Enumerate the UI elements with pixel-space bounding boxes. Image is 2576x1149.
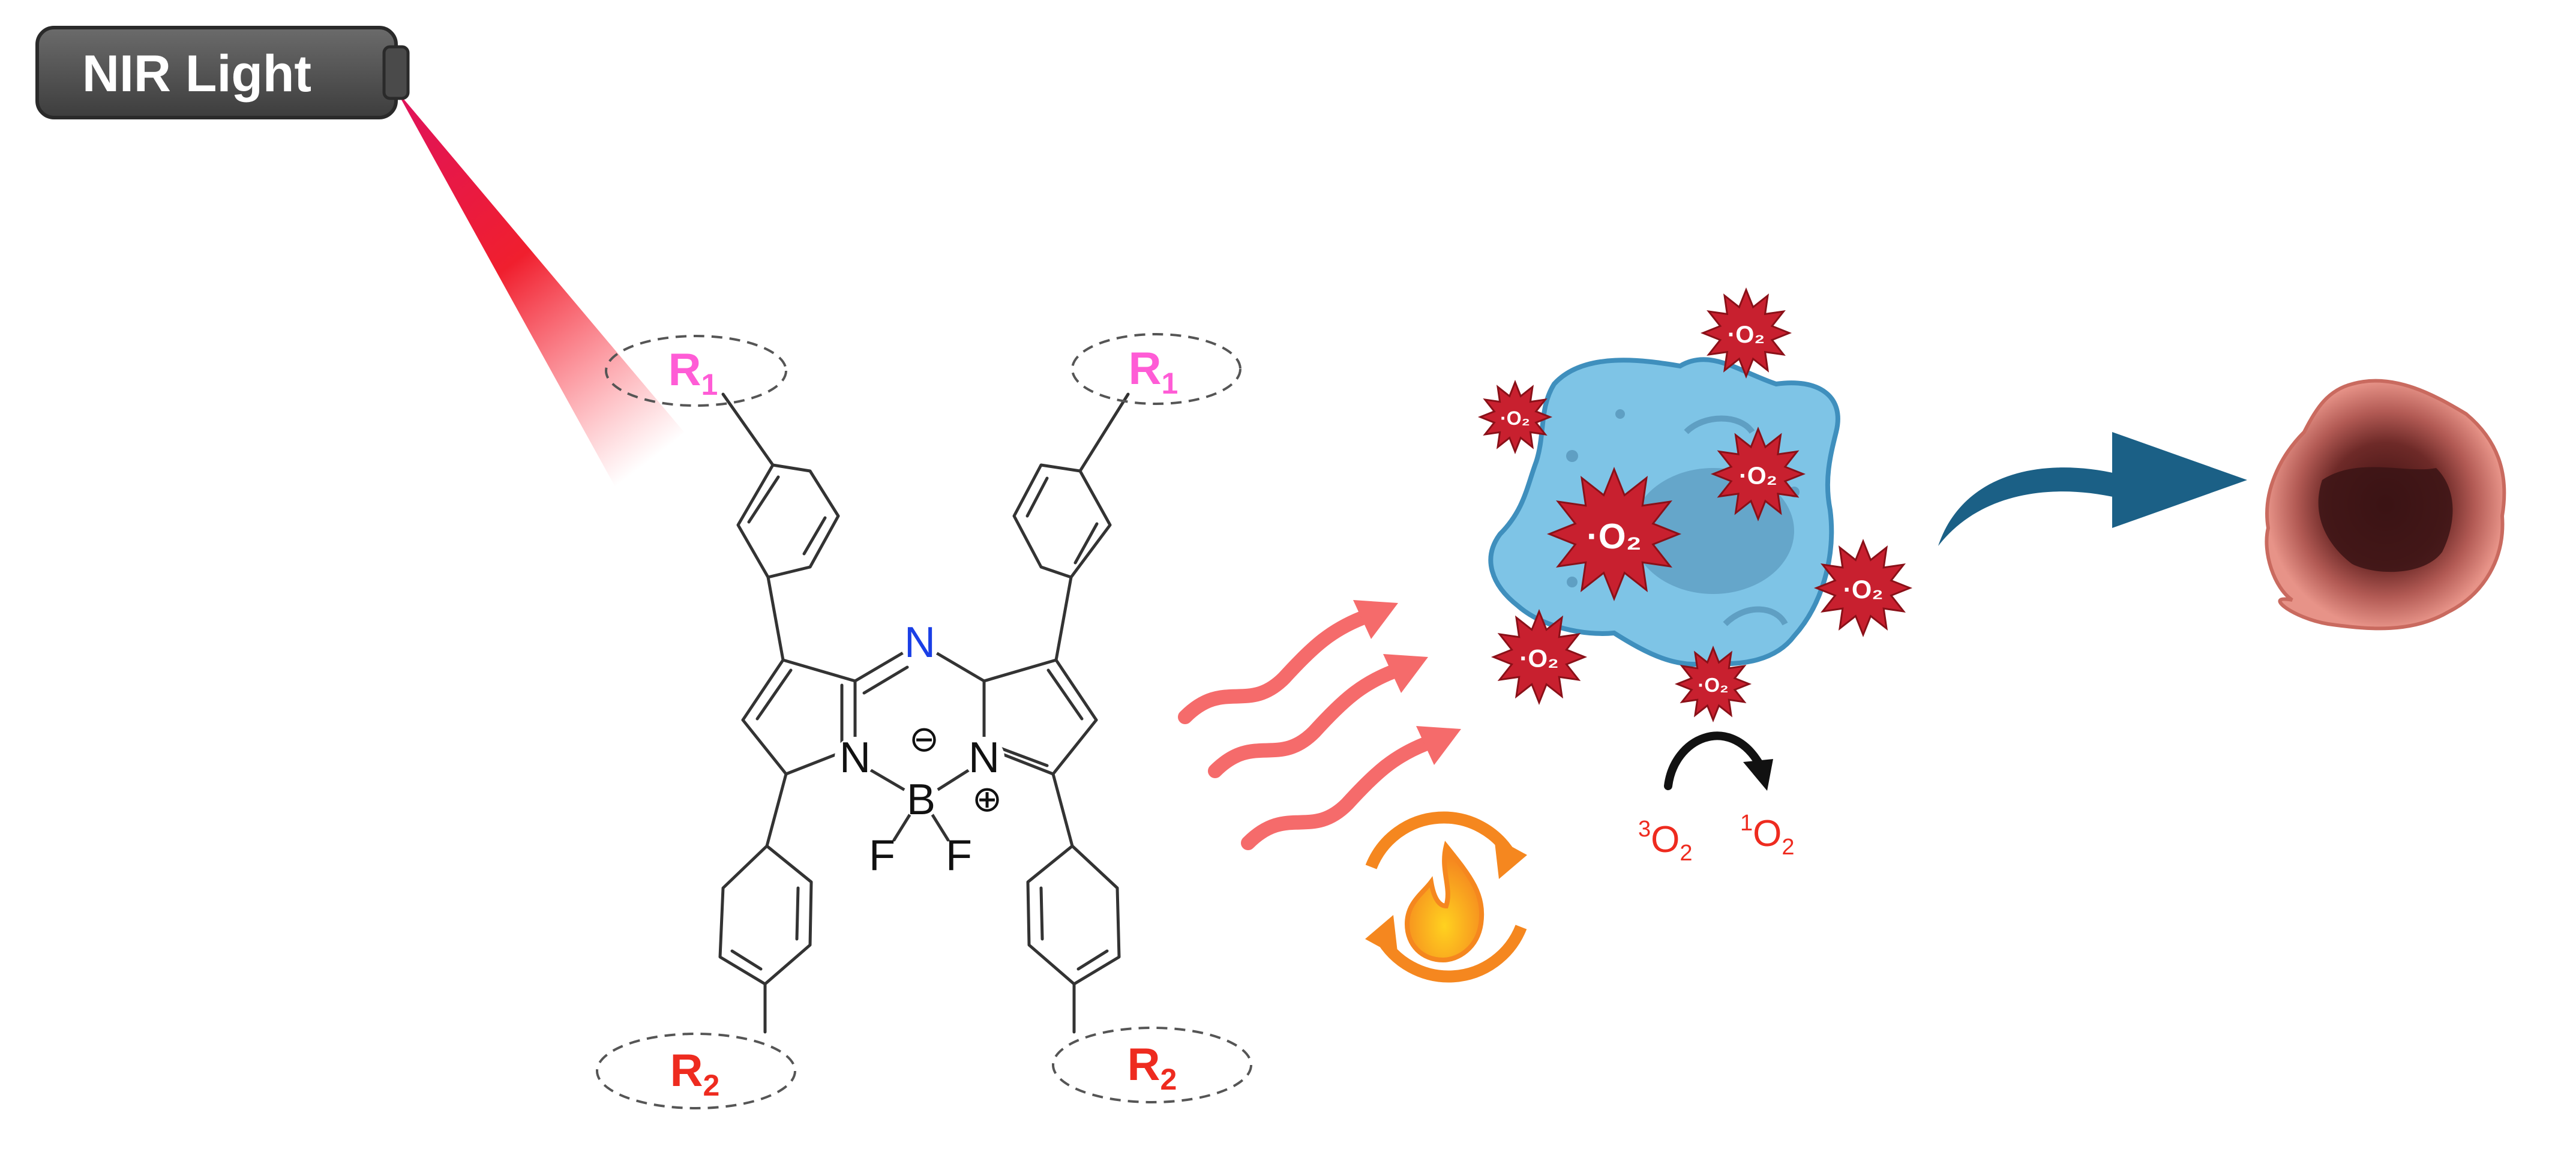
ros-burst: ·O₂ bbox=[1491, 608, 1588, 706]
arrow-body bbox=[1938, 467, 2118, 546]
cell-vesicle bbox=[1615, 409, 1625, 419]
ros-label: ·O₂ bbox=[1739, 462, 1777, 490]
heat-wave-arrowhead-1 bbox=[1353, 600, 1398, 639]
ros-burst: ·O₂ bbox=[1477, 379, 1553, 455]
r1-substituent-right: R1 bbox=[1071, 333, 1241, 405]
ros-burst: ·O₂ bbox=[1546, 466, 1682, 602]
ros-burst: ·O₂ bbox=[1674, 645, 1752, 723]
conversion-arrowhead bbox=[1743, 759, 1773, 791]
ros-label: ·O₂ bbox=[1843, 575, 1884, 604]
ros-burst: ·O₂ bbox=[1700, 287, 1792, 379]
cell-death-arrow bbox=[1938, 432, 2247, 546]
r1-label-right: R1 bbox=[1129, 343, 1178, 400]
heat-wave-1 bbox=[1178, 611, 1369, 724]
cycle-arrowhead-bottom bbox=[1365, 915, 1398, 957]
nitrogen-positive-charge: ⊕ bbox=[972, 779, 1002, 819]
phenyl-ring-top-left bbox=[721, 392, 840, 579]
r2-label-right: R2 bbox=[1127, 1039, 1177, 1096]
heat-wave-arrowhead-3 bbox=[1416, 726, 1461, 765]
ros-label: ·O₂ bbox=[1728, 322, 1765, 348]
r2-label-left: R2 bbox=[670, 1045, 720, 1102]
bridge-nitrogen: N bbox=[904, 619, 935, 667]
ros-label: ·O₂ bbox=[1519, 644, 1558, 673]
ros-label: ·O₂ bbox=[1698, 674, 1728, 696]
aza-bodipy-structure: N N N B ⊖ ⊕ F F R1 R1 R2 R2 bbox=[596, 333, 1252, 1109]
cell-organelle-mitochondrion bbox=[1684, 415, 1755, 434]
r1-label-left: R1 bbox=[668, 344, 718, 401]
ros-star-shape bbox=[1700, 287, 1792, 379]
r2-substituent-right: R2 bbox=[1052, 1027, 1252, 1103]
ros-star-shape bbox=[1674, 645, 1752, 723]
ros-burst: ·O₂ bbox=[1813, 538, 1913, 638]
cell-organelle-er bbox=[1723, 606, 1788, 626]
phenyl-ring-bottom-right bbox=[1026, 844, 1121, 1034]
cycle-arrowhead-top bbox=[1494, 837, 1527, 879]
cell-vesicle bbox=[1567, 577, 1578, 587]
ros-star-shape bbox=[1491, 608, 1588, 706]
boron-atom: B bbox=[907, 776, 935, 824]
pyrrole-nitrogen-right: N bbox=[968, 734, 1000, 782]
ros-label: ·O₂ bbox=[1500, 407, 1530, 429]
heat-wave-2 bbox=[1208, 665, 1399, 778]
ros-label: ·O₂ bbox=[1587, 517, 1642, 556]
ros-burst: ·O₂ bbox=[1710, 426, 1806, 522]
arrow-head bbox=[2112, 432, 2247, 528]
nir-light-label: NIR Light bbox=[82, 45, 311, 103]
photothermal-cycle-icon bbox=[1365, 811, 1527, 983]
heat-wave-3 bbox=[1241, 737, 1432, 850]
r1-substituent-left: R1 bbox=[605, 335, 787, 407]
cycle-arrow-top bbox=[1365, 811, 1518, 869]
heat-wave-arrowhead-2 bbox=[1383, 654, 1428, 693]
cell-vesicle bbox=[1566, 450, 1578, 462]
r2-substituent-left: R2 bbox=[596, 1033, 796, 1109]
flame-icon bbox=[1404, 841, 1485, 963]
phenyl-ring-top-right bbox=[1012, 392, 1130, 579]
ros-star-shape bbox=[1813, 538, 1913, 638]
reactive-oxygen-species: ·O₂ ·O₂ ·O₂ ·O₂ ·O₂ ·O₂ ·O₂ bbox=[1477, 287, 1913, 723]
oxygen-conversion: 3O2 1O2 bbox=[1638, 731, 1795, 866]
nir-light-source: NIR Light bbox=[35, 26, 684, 492]
ros-star-shape bbox=[1477, 379, 1553, 455]
ros-star-shape bbox=[1710, 426, 1806, 522]
fluorine-right: F bbox=[946, 832, 972, 880]
singlet-oxygen-label: 1O2 bbox=[1740, 811, 1795, 860]
dead-tumor-cell bbox=[2265, 379, 2506, 631]
ros-star-shape bbox=[1546, 466, 1682, 602]
heat-waves bbox=[1178, 600, 1461, 850]
lamp-cap bbox=[382, 45, 410, 100]
fluorine-left: F bbox=[869, 832, 895, 880]
phenyl-ring-bottom-left bbox=[718, 844, 813, 1034]
dead-cell-inner bbox=[2318, 467, 2453, 572]
nir-laser-beam bbox=[396, 90, 684, 492]
conversion-curved-arrow bbox=[1664, 731, 1762, 790]
boron-negative-charge: ⊖ bbox=[909, 719, 939, 759]
cycle-arrow-bottom bbox=[1375, 925, 1527, 983]
triplet-oxygen-label: 3O2 bbox=[1638, 817, 1693, 866]
pyrrole-nitrogen-left: N bbox=[839, 734, 871, 782]
